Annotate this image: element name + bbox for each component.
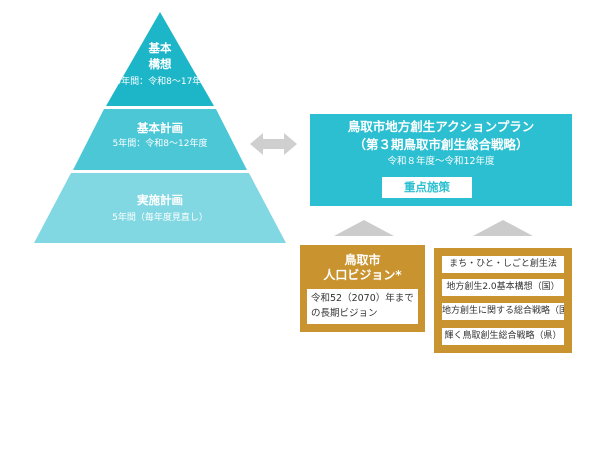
up-arrow-right	[473, 220, 533, 236]
population-vision-box: 鳥取市 人口ビジョン* 令和52（2070）年まで の長期ビジョン	[300, 245, 425, 332]
key-measures-badge: 重点施策	[382, 177, 472, 198]
action-plan-title: 鳥取市地方創生アクションプラン	[347, 119, 535, 134]
related-plan-item: 輝く鳥取創生総合戦略（県）	[442, 328, 564, 345]
basic-plan-title: 基本計画	[137, 121, 183, 135]
pyramid-top-label: 基本 構想 10年間：令和8～17年度	[30, 40, 290, 89]
implementation-plan-period: 5年間（毎年度見直し）	[112, 213, 208, 223]
related-plan-item: 地方創生に関する総合戦略（国）	[442, 303, 564, 320]
action-plan-subtitle: （第３期鳥取市創生総合戦略）	[353, 137, 529, 152]
pyramid-middle-label: 基本計画 5年間：令和8～12年度	[30, 120, 290, 151]
related-plans-box: まち・ひと・しごと創生法 地方創生2.0基本構想（国） 地方創生に関する総合戦略…	[434, 248, 572, 353]
double-arrow-icon	[250, 133, 297, 155]
related-plan-item: 地方創生2.0基本構想（国）	[442, 279, 564, 296]
pyramid-bottom-label: 実施計画 5年間（毎年度見直し）	[30, 192, 290, 225]
up-arrow-left	[334, 220, 394, 236]
action-plan-period: 令和８年度～令和12年度	[387, 156, 495, 167]
vision-desc-line2: の長期ビジョン	[311, 308, 378, 319]
basic-concept-title-2: 構想	[148, 57, 172, 71]
pyramid-bottom-tier	[34, 173, 286, 243]
basic-concept-title-1: 基本	[148, 41, 172, 55]
basic-concept-period: 10年間：令和8～17年度	[109, 77, 211, 87]
vision-desc-line1: 令和52（2070）年まで	[311, 293, 414, 304]
related-plan-item: まち・ひと・しごと創生法	[442, 256, 564, 273]
vision-title-2: 人口ビジョン*	[323, 268, 402, 282]
implementation-plan-title: 実施計画	[137, 193, 183, 207]
basic-plan-period: 5年間：令和8～12年度	[112, 139, 208, 149]
pyramid-middle-tier	[73, 109, 247, 170]
vision-title-1: 鳥取市	[344, 253, 381, 267]
vision-description: 令和52（2070）年まで の長期ビジョン	[307, 289, 418, 324]
pyramid-top-tier	[106, 12, 214, 106]
